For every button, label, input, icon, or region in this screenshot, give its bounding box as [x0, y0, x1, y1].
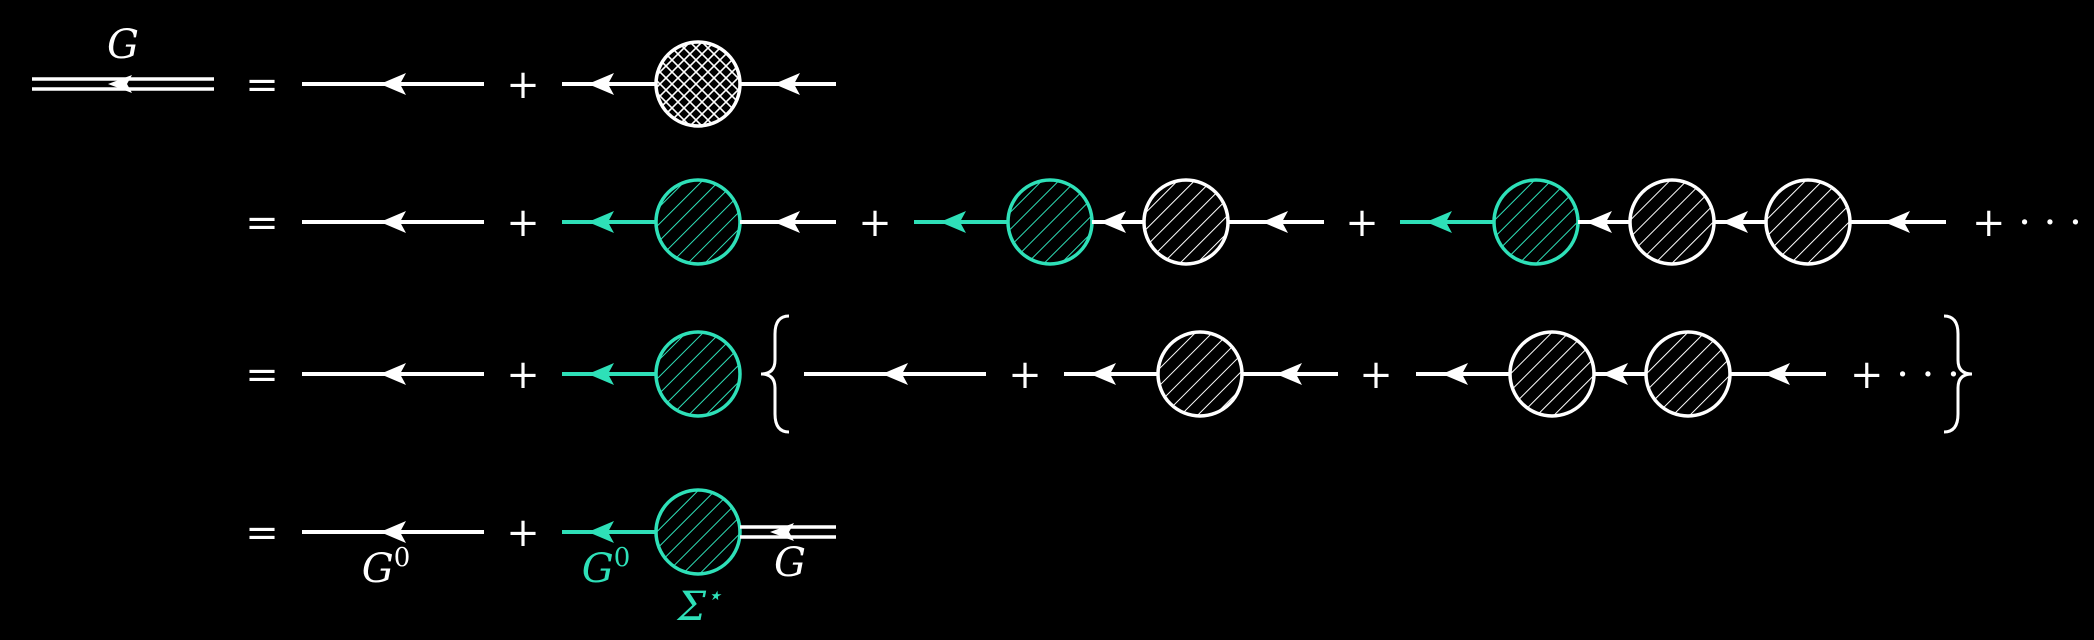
- arrowhead-4: [380, 73, 406, 95]
- plus-row2-b: +: [858, 200, 892, 246]
- arrowhead-69: [380, 521, 406, 543]
- arrowhead-62: [1602, 363, 1628, 385]
- plus-ellipsis-row2: + · · ·: [1972, 200, 2082, 246]
- arrowhead-56: [1276, 363, 1302, 385]
- arrowhead-13: [588, 211, 614, 233]
- arrowhead-19: [940, 211, 966, 233]
- arrowhead-11: [380, 211, 406, 233]
- self-energy-vertex-25: [1142, 178, 1230, 266]
- arrowhead-58: [1442, 363, 1468, 385]
- plus-row2-a: +: [506, 200, 540, 246]
- label-g0-bare: G0: [362, 543, 411, 592]
- arrowhead-6: [588, 73, 614, 95]
- self-energy-vertex-64: [1644, 330, 1732, 418]
- arrowhead-17: [774, 211, 800, 233]
- brace-67: [1943, 314, 1973, 434]
- arrowhead-9: [774, 73, 800, 95]
- label-g-full: G: [107, 22, 139, 68]
- equals-row3: =: [245, 352, 279, 398]
- plus-row3-b: +: [1008, 352, 1042, 398]
- double-arrowhead-2: [108, 75, 132, 93]
- plus-row1: +: [506, 62, 540, 108]
- plus-row3-c: +: [1359, 352, 1393, 398]
- label-g0-accent: G0: [582, 543, 631, 592]
- plus-row3-a: +: [506, 352, 540, 398]
- arrowhead-71: [588, 521, 614, 543]
- arrowhead-41: [1884, 211, 1910, 233]
- self-energy-vertex-15: [654, 178, 742, 266]
- self-energy-vertex-60: [1508, 330, 1596, 418]
- self-energy-vertex-39: [1764, 178, 1852, 266]
- arrowhead-29: [1426, 211, 1452, 233]
- arrowhead-66: [1764, 363, 1790, 385]
- arrowhead-45: [588, 363, 614, 385]
- arrowhead-23: [1100, 211, 1126, 233]
- arrowhead-43: [380, 363, 406, 385]
- equals-row2: =: [245, 200, 279, 246]
- label-sigma-star: Σ⋆: [676, 581, 723, 630]
- label-g-right: G: [774, 540, 806, 586]
- self-energy-vertex-54: [1156, 330, 1244, 418]
- full-vertex-7: [654, 40, 742, 128]
- arrowhead-50: [882, 363, 908, 385]
- arrowhead-37: [1722, 211, 1748, 233]
- arrowhead-52: [1090, 363, 1116, 385]
- plus-row4: +: [506, 510, 540, 556]
- ellipsis-row3: + · · ·: [1850, 352, 1960, 398]
- self-energy-vertex-73: [654, 488, 742, 576]
- brace-48: [760, 314, 790, 434]
- self-energy-vertex-47: [654, 330, 742, 418]
- plus-row2-c: +: [1345, 200, 1379, 246]
- equals-row4: =: [245, 510, 279, 556]
- arrowhead-27: [1262, 211, 1288, 233]
- equals-row1: =: [245, 62, 279, 108]
- self-energy-vertex-31: [1492, 178, 1580, 266]
- double-arrowhead-76: [770, 523, 794, 541]
- self-energy-vertex-35: [1628, 178, 1716, 266]
- self-energy-vertex-21: [1006, 178, 1094, 266]
- arrowhead-33: [1586, 211, 1612, 233]
- diagram-elements: [32, 40, 1973, 576]
